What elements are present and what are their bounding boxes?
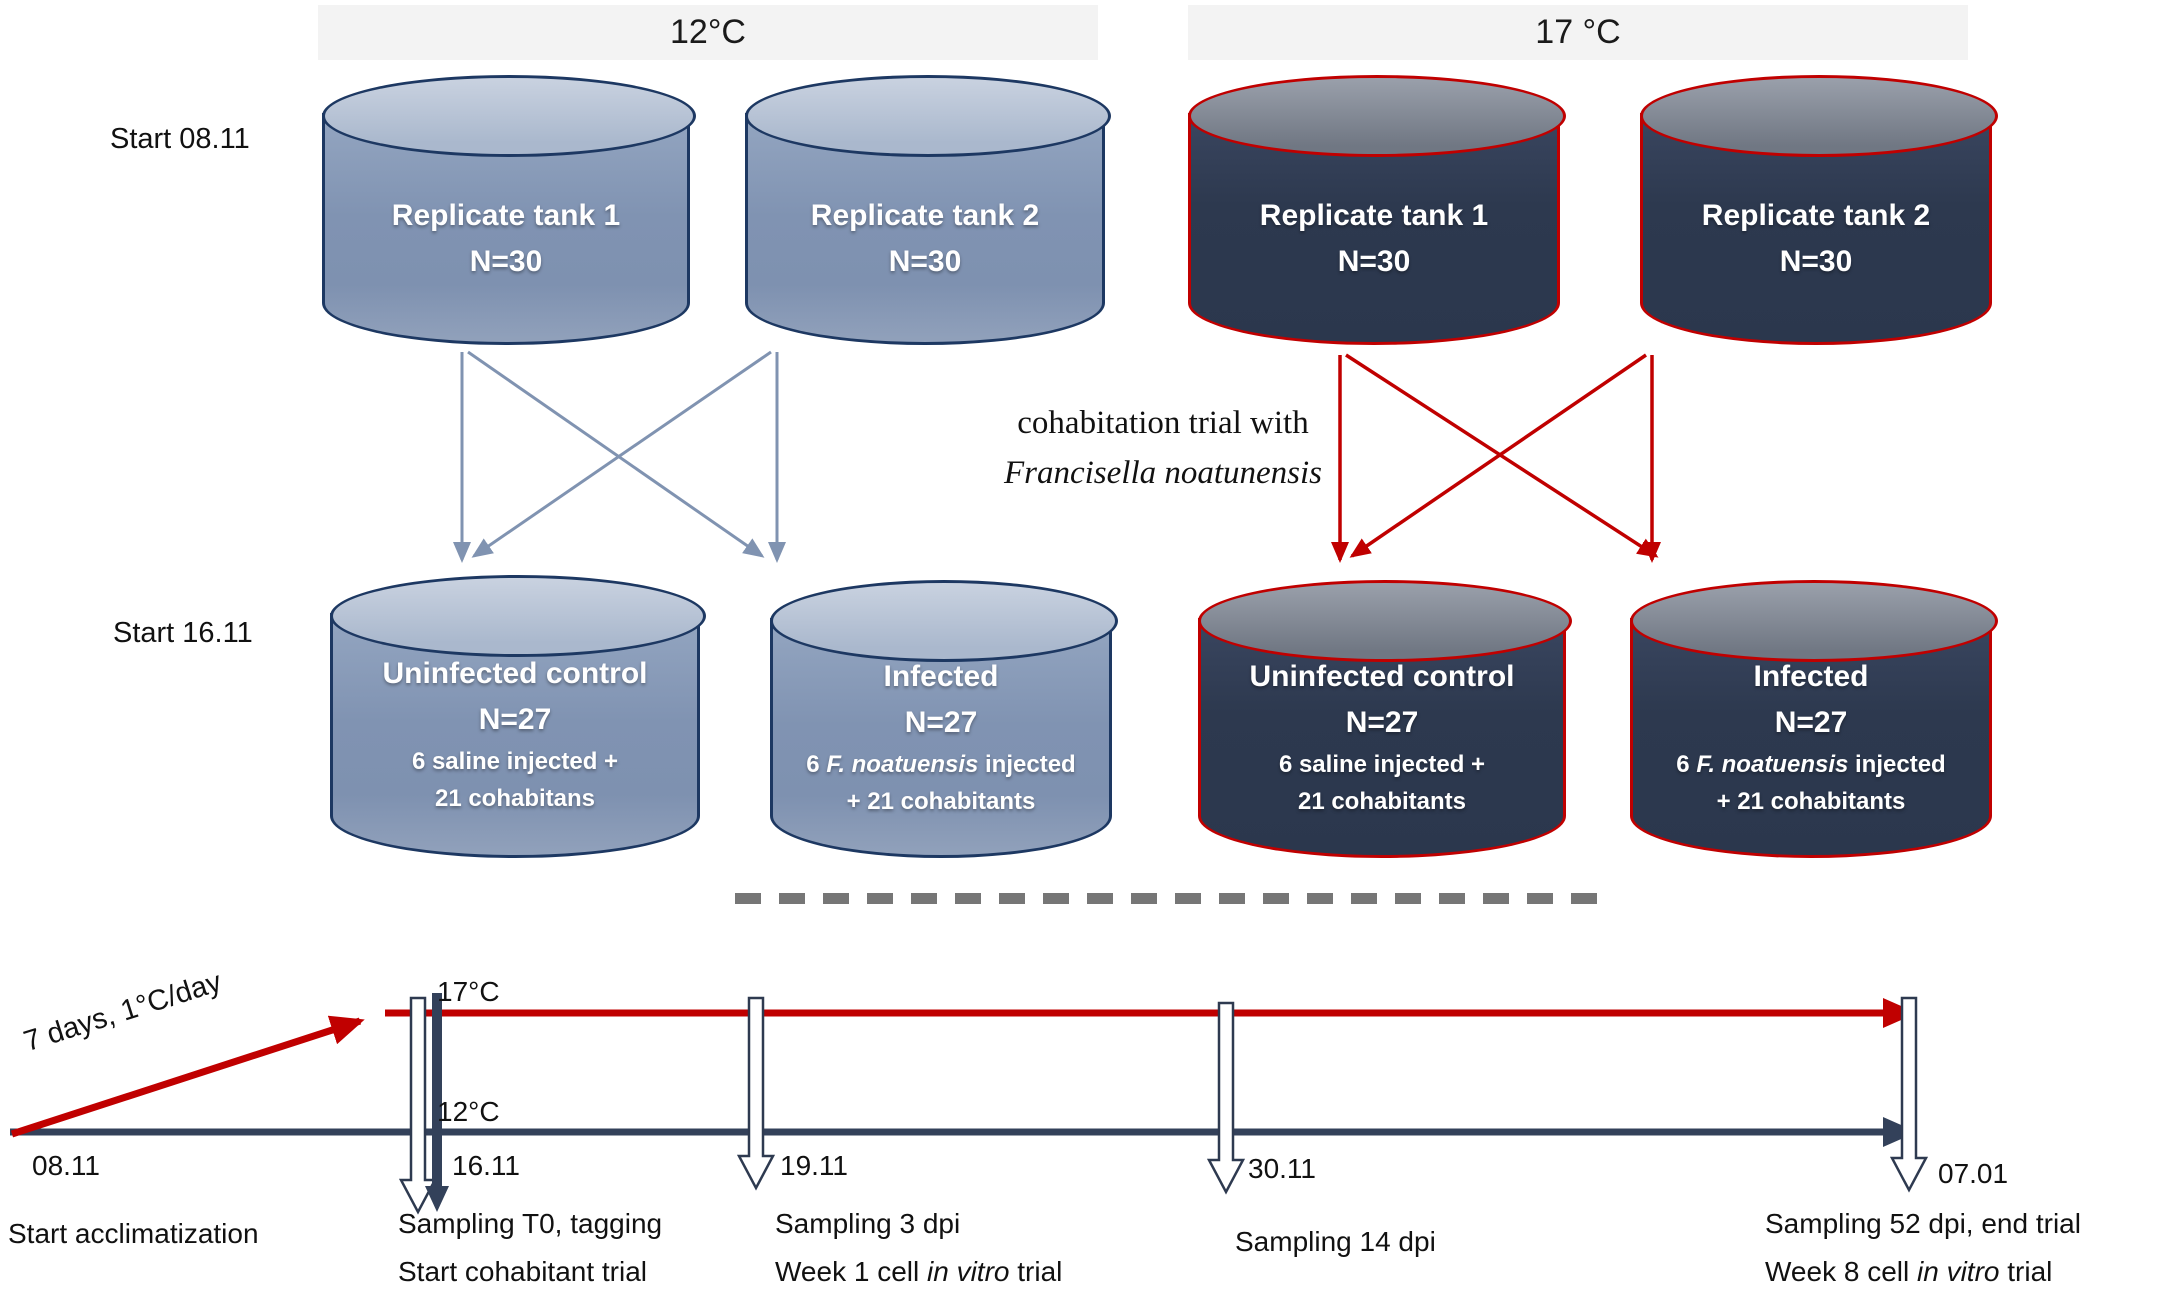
- warm-transfer-arrows: [1331, 353, 1661, 563]
- sampling-arrow-30-11: [1206, 1001, 1246, 1195]
- caption-line: Week 1 cell in vitro trial: [775, 1256, 1063, 1287]
- sampling-arrows: [398, 996, 1929, 1215]
- tank-count: N=30: [1779, 245, 1853, 278]
- cohabitation-note-line2: Francisella noatunensis: [1003, 455, 1323, 491]
- tank-count: N=30: [1337, 245, 1411, 278]
- header-12c: 12°C: [318, 5, 1098, 60]
- tank-lid: [1188, 75, 1566, 157]
- caption-line: Start acclimatization: [8, 1218, 259, 1249]
- caption-16-11: Sampling T0, tagging Start cohabitant tr…: [398, 1200, 662, 1296]
- tank-lid: [745, 75, 1111, 157]
- date-08-11: 08.11: [32, 1150, 100, 1181]
- caption-line: Sampling T0, tagging: [398, 1208, 663, 1239]
- caption-19-11: Sampling 3 dpi Week 1 cell in vitro tria…: [775, 1200, 1062, 1296]
- cold-transfer-arrows: [453, 350, 786, 563]
- tank-title: Infected: [883, 660, 999, 693]
- tank-title: Replicate tank 1: [391, 199, 621, 232]
- tank-title: Infected: [1753, 660, 1869, 693]
- tank-count: N=30: [469, 245, 543, 278]
- tank-detail-line1: 6 saline injected +: [411, 748, 619, 775]
- tank-detail-line2: + 21 cohabitants: [846, 788, 1036, 815]
- timeline-12c-label: 12°C: [437, 1096, 500, 1127]
- tank-count: N=27: [1774, 706, 1848, 739]
- tank-title: Replicate tank 2: [1701, 199, 1931, 232]
- header-17c-label: 17 °C: [1535, 13, 1621, 51]
- tank-12c-uninfected-control: Uninfected control N=27 6 saline injecte…: [330, 575, 706, 858]
- tank-12c-infected: Infected N=27 6 F. noatuensis injected +…: [770, 580, 1118, 858]
- tank-count: N=27: [478, 703, 552, 736]
- tank-title: Replicate tank 1: [1259, 199, 1489, 232]
- date-19-11: 19.11: [780, 1150, 848, 1181]
- date-07-01: 07.01: [1938, 1158, 2009, 1189]
- sampling-arrow-19-11: [736, 996, 776, 1191]
- date-30-11: 30.11: [1248, 1153, 1316, 1184]
- tank-count: N=27: [904, 706, 978, 739]
- caption-line: Start cohabitant trial: [398, 1256, 648, 1287]
- sampling-arrow-16-11: [398, 996, 438, 1215]
- tank-lid: [330, 575, 706, 657]
- tank-17c-infected: Infected N=27 6 F. noatuensis injected +…: [1630, 580, 1998, 858]
- caption-line: Sampling 14 dpi: [1235, 1226, 1436, 1257]
- header-17c: 17 °C: [1188, 5, 1968, 60]
- tank-detail-line1: 6 F. noatuensis injected: [1676, 751, 1946, 778]
- tank-detail-line2: + 21 cohabitants: [1716, 788, 1906, 815]
- tank-17c-replicate-2: Replicate tank 2 N=30: [1640, 75, 1998, 345]
- caption-30-11: Sampling 14 dpi: [1235, 1218, 1436, 1266]
- start-date-bottom-label: Start 16.11: [113, 617, 253, 649]
- start-date-top-label: Start 08.11: [110, 123, 250, 155]
- caption-08-11: Start acclimatization: [8, 1210, 259, 1258]
- tank-detail-line1: 6 saline injected +: [1278, 751, 1486, 778]
- timeline-17c-label: 17°C: [437, 976, 500, 1007]
- cohabitation-note: cohabitation trial with Francisella noat…: [958, 398, 1368, 498]
- tank-lid: [770, 580, 1118, 662]
- sampling-arrow-07-01: [1889, 996, 1929, 1193]
- tank-12c-replicate-1: Replicate tank 1 N=30: [322, 75, 696, 345]
- tank-detail-line2: 21 cohabitans: [434, 785, 596, 812]
- tank-lid: [1198, 580, 1572, 662]
- ramp-rate-label: 7 days, 1°C/day: [20, 965, 226, 1059]
- header-12c-label: 12°C: [670, 13, 746, 51]
- tank-lid: [1640, 75, 1998, 157]
- tank-17c-uninfected-control: Uninfected control N=27 6 saline injecte…: [1198, 580, 1572, 858]
- caption-07-01: Sampling 52 dpi, end trial Week 8 cell i…: [1765, 1200, 2081, 1296]
- tank-lid: [322, 75, 696, 157]
- tank-title: Uninfected control: [382, 657, 648, 690]
- tank-count: N=30: [888, 245, 962, 278]
- tank-count: N=27: [1345, 706, 1419, 739]
- caption-line: Sampling 3 dpi: [775, 1208, 961, 1239]
- tank-detail-line1: 6 F. noatuensis injected: [806, 751, 1076, 778]
- tank-17c-replicate-1: Replicate tank 1 N=30: [1188, 75, 1566, 345]
- tank-detail-line2: 21 cohabitants: [1297, 788, 1467, 815]
- tank-title: Replicate tank 2: [810, 199, 1040, 232]
- tank-lid: [1630, 580, 1998, 662]
- date-16-11: 16.11: [452, 1150, 520, 1181]
- cohabitation-note-line1: cohabitation trial with: [1017, 405, 1309, 441]
- caption-line: Sampling 52 dpi, end trial: [1765, 1208, 2081, 1239]
- tank-12c-replicate-2: Replicate tank 2 N=30: [745, 75, 1111, 345]
- caption-line: Week 8 cell in vitro trial: [1765, 1256, 2053, 1287]
- tank-title: Uninfected control: [1249, 660, 1515, 693]
- section-divider-dashed: [735, 893, 1603, 904]
